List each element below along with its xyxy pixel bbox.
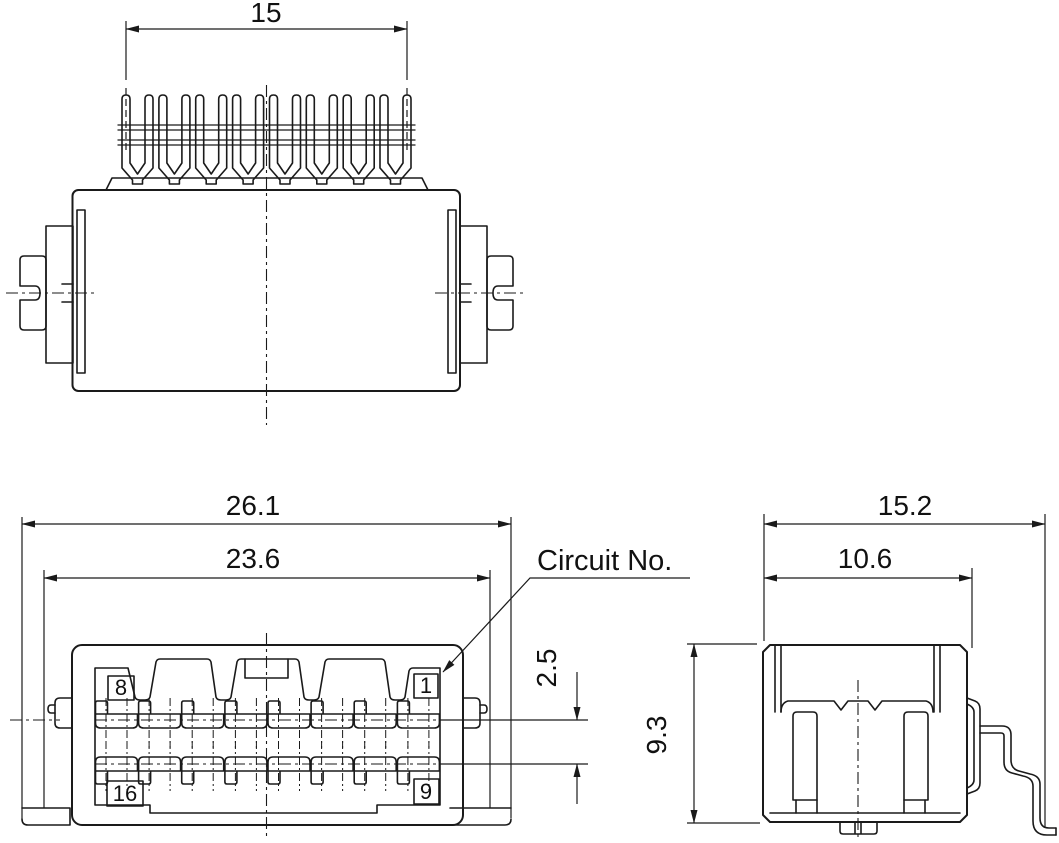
dim-side-overall-width: 15.2 [763,490,1046,828]
left-retainer-plate [76,209,86,374]
terminal-1-box [413,673,439,699]
terminal-numbers: 8 1 16 9 [106,673,440,807]
dim-pin-span-value: 15 [250,0,281,28]
mouth-rim [780,700,934,713]
terminal-9-label: 9 [420,779,432,804]
dim-overall-width-value: 26.1 [226,490,281,521]
terminal-9-box [413,778,440,805]
bottom-tongue [839,821,878,835]
terminal-8-box [107,675,135,701]
terminal-8-label: 8 [115,675,127,700]
dim-side-body-width-value: 10.6 [838,543,893,574]
terminal-16-label: 16 [113,781,137,806]
side-view-body [762,644,968,823]
dim-height-value: 9.3 [641,716,672,755]
front-view: 8 1 16 9 26.1 23.6 2.5 [10,490,690,840]
cavity-outline [94,658,441,814]
right-bracket [435,225,527,364]
circuit-no-callout: Circuit No. [442,545,690,673]
dim-side-overall-width-value: 15.2 [878,490,933,521]
right-foot [449,807,512,826]
dim-height: 9.3 [641,643,760,824]
right-retainer-plate [447,209,457,374]
center-polarization-key [244,658,289,679]
dim-housing-width-value: 23.6 [226,543,281,574]
front-view-body [71,644,464,826]
terminal-1-label: 1 [420,673,432,698]
left-column [792,711,818,801]
bent-pin [979,725,1057,836]
left-bracket [6,225,98,364]
cap-inner-walls [774,645,941,713]
dim-pin-span: 15 [125,0,408,80]
inner-columns [792,711,929,814]
right-side-nub [479,704,488,714]
terminal-16-box [106,780,144,807]
side-tabs [47,697,488,729]
right-column [903,711,929,801]
top-view: 15 [6,0,527,425]
dim-overall-width: 26.1 [21,490,512,819]
side-view: 15.2 10.6 9.3 [641,490,1057,841]
dim-housing-width: 23.6 [43,543,491,808]
left-side-nub [47,704,56,714]
left-foot [21,807,71,826]
right-boss [966,697,981,795]
mounting-feet [21,807,512,826]
dim-row-pitch-value: 2.5 [531,649,562,688]
pin-tie-bars [117,124,416,146]
circuit-no-label: Circuit No. [537,545,672,577]
dim-row-pitch: 2.5 [440,649,588,804]
dim-side-body-width: 10.6 [763,543,973,648]
